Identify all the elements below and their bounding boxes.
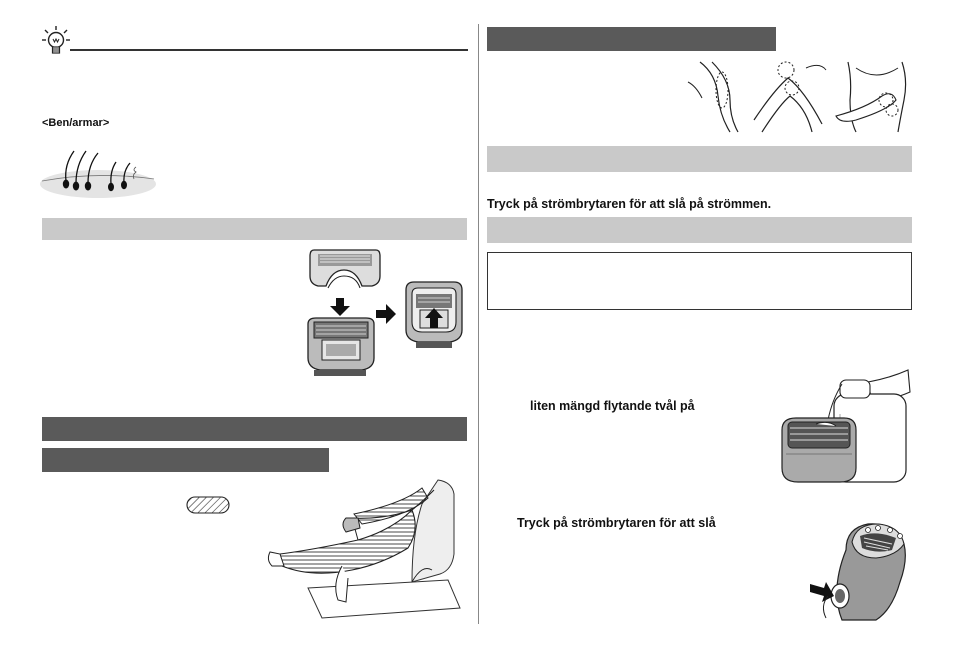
shaver-head-attach-illustration: [307, 249, 463, 376]
soap-application-illustration: [781, 369, 911, 483]
section-label-legs-arms: <Ben/armar>: [42, 117, 110, 129]
step-power-text: Tryck på strömbrytaren för att slå: [517, 516, 716, 530]
column-divider: [478, 24, 479, 624]
leg-shaving-illustration: [267, 479, 461, 619]
section-bar-cleaning: [487, 217, 912, 243]
section-bar-body-areas: [487, 27, 776, 51]
epilator-power-illustration: [810, 523, 906, 621]
tip-rule: [70, 49, 468, 51]
hatched-area-symbol: [186, 496, 230, 514]
section-bar-power: [487, 146, 912, 172]
instruction-power-on: Tryck på strömbrytaren för att slå på st…: [487, 197, 772, 211]
section-bar-usage: [42, 417, 467, 441]
notice-box: [487, 252, 912, 310]
subsection-bar-legs: [42, 448, 329, 472]
hair-follicle-illustration: [40, 150, 156, 198]
section-bar-attach: [42, 218, 467, 240]
lightbulb-tip-icon: [42, 26, 70, 54]
step-soap-text: liten mängd flytande tvål på: [530, 399, 695, 413]
body-areas-illustration: [687, 61, 907, 133]
